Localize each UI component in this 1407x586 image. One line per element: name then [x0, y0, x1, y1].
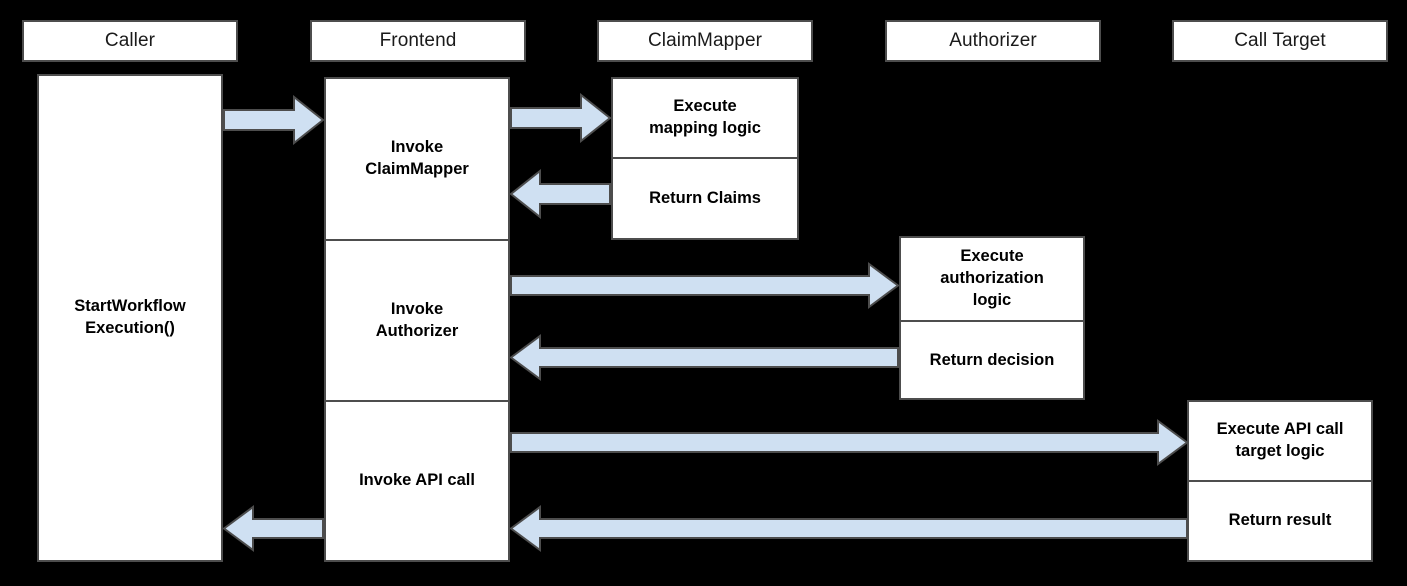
message-arrow-authorizer-to-frontend	[510, 334, 899, 381]
message-arrow-claimmapper-to-frontend	[510, 169, 611, 219]
participant-header-authorizer: Authorizer	[885, 20, 1101, 62]
message-arrow-calltarget-to-frontend	[510, 505, 1188, 552]
activation-cell-frontend-invoke-api-call: Invoke API call	[326, 400, 508, 560]
activation-cell-calltarget-return-result: Return result	[1189, 480, 1371, 560]
activation-cell-authorizer-return-decision: Return decision	[901, 320, 1083, 400]
participant-header-claimmapper: ClaimMapper	[597, 20, 813, 62]
participant-header-calltarget: Call Target	[1172, 20, 1388, 62]
message-arrow-frontend-to-authorizer	[510, 262, 899, 309]
activation-cell-claimmapper-return-claims: Return Claims	[613, 157, 797, 238]
participant-header-frontend: Frontend	[310, 20, 526, 62]
message-arrow-frontend-to-caller	[223, 505, 324, 552]
participant-header-caller: Caller	[22, 20, 238, 62]
message-arrow-frontend-to-claimmapper	[510, 93, 611, 143]
message-arrow-frontend-to-calltarget	[510, 419, 1188, 466]
message-arrow-caller-to-frontend	[223, 95, 324, 145]
